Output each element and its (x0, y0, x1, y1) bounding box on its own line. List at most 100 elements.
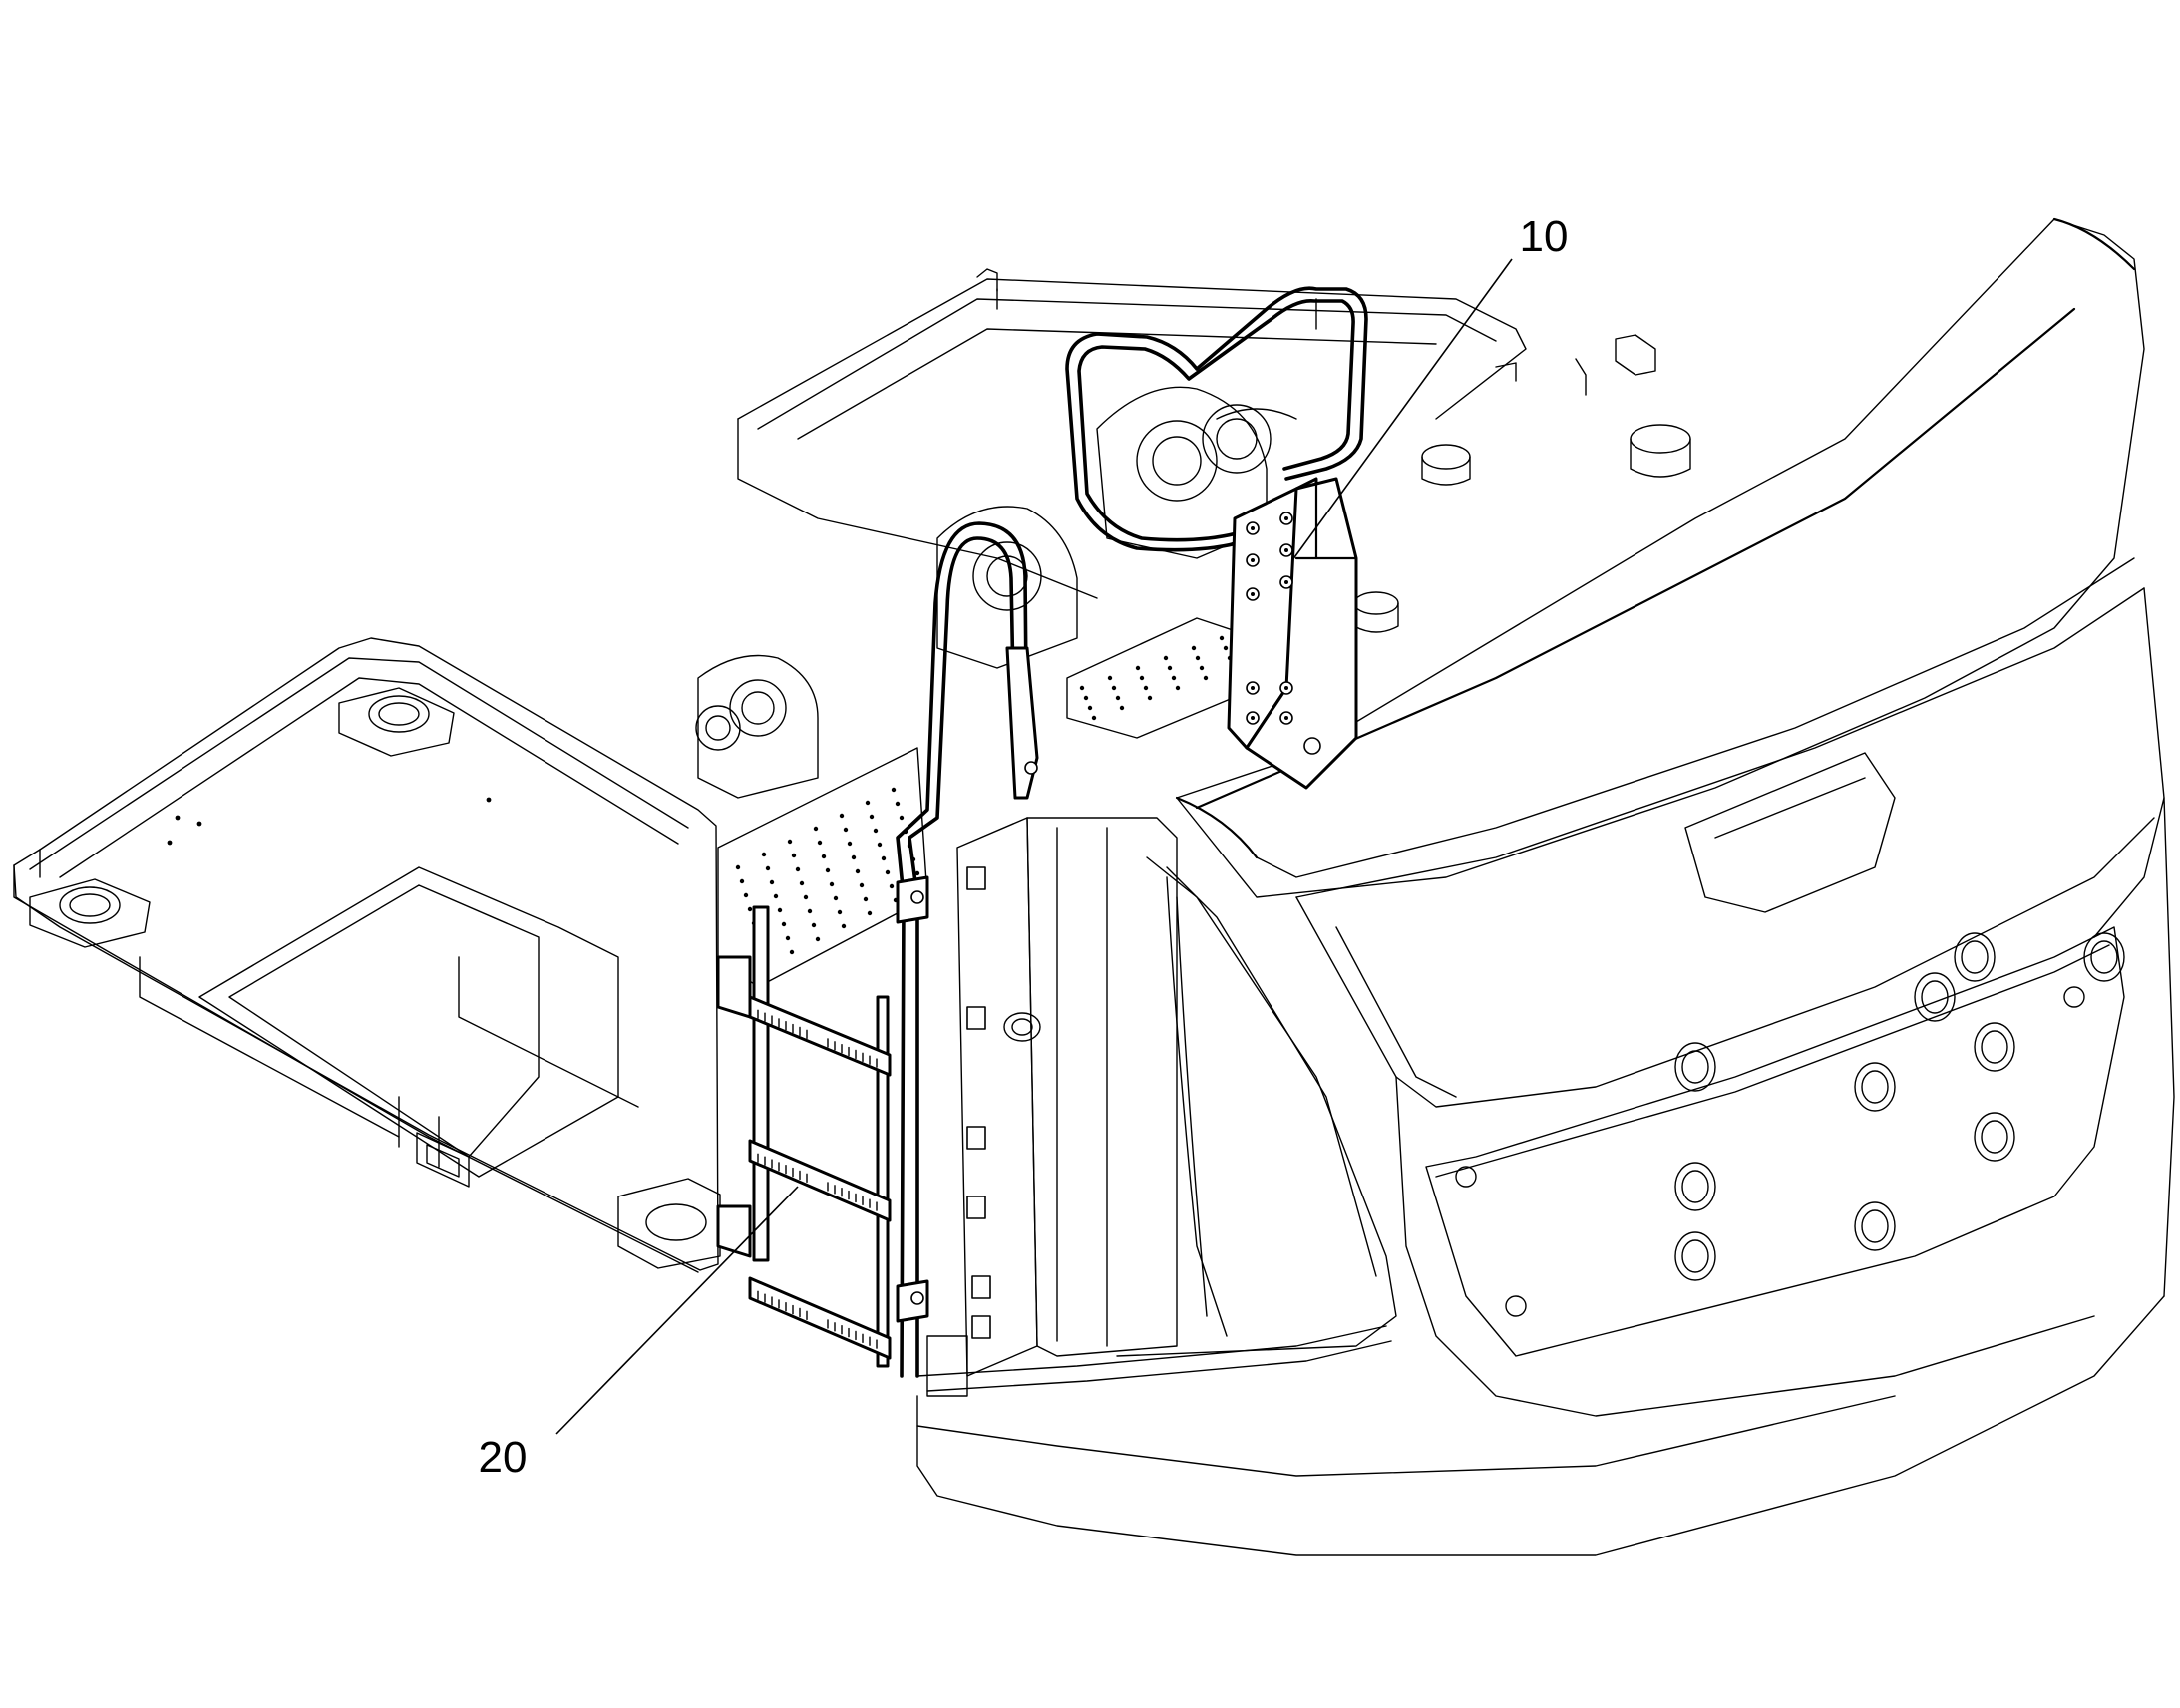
plate-dot (1167, 665, 1173, 671)
plate-dot (895, 801, 901, 807)
counterweight-hole-inner (2090, 940, 2118, 974)
plate-dot (1119, 705, 1125, 711)
plate-dot (1163, 655, 1169, 661)
plate-dot (795, 866, 801, 872)
plate-dot (773, 893, 779, 899)
plate-dot (1223, 645, 1229, 651)
plate-dot (865, 800, 871, 806)
callout-10-label: 10 (1520, 212, 1569, 261)
plate-dot (847, 841, 853, 847)
plate-dot (1199, 665, 1205, 671)
plate-dot (791, 853, 797, 858)
counterweight-hole (1674, 1042, 1716, 1092)
plate-dot (839, 813, 845, 819)
counterweight-hole (2083, 932, 2125, 982)
part-20-ladder (716, 521, 1039, 1378)
counterweight-hole (1974, 1022, 2015, 1072)
plate-dot (1139, 675, 1145, 681)
pivot-brackets (695, 386, 1297, 799)
plate-dot (1191, 645, 1197, 651)
plate-dot (821, 854, 827, 859)
plate-dot (735, 864, 741, 870)
bracket-bolt-center (1284, 580, 1288, 584)
counterweight-hole-inner (1861, 1209, 1889, 1243)
counterweight-hole (1854, 1201, 1896, 1251)
bracket-bolt-center (1251, 526, 1255, 530)
bracket-bolt-center (1284, 716, 1288, 720)
plate-dot (889, 883, 895, 889)
mount-bolt (1505, 1295, 1527, 1317)
mount-bolt (2063, 986, 2085, 1008)
counterweight-hole-inner (1981, 1120, 2008, 1154)
plate-dot (867, 910, 873, 916)
bracket-bolt-center (1251, 558, 1255, 562)
plate-dot (825, 867, 831, 873)
plate-dot (873, 828, 879, 834)
bracket-bolt-center (1284, 548, 1288, 552)
plate-dot (881, 855, 887, 861)
plate-dot (787, 839, 793, 845)
plate-dot (1107, 675, 1113, 681)
plate-dot (855, 868, 861, 874)
counterweight-hole-inner (1861, 1070, 1889, 1104)
plate-dot (829, 881, 835, 887)
callout-20-label: 20 (479, 1433, 528, 1482)
counterweight-hole-inner (1681, 1239, 1709, 1273)
plate-dot (747, 906, 753, 912)
plate-dot (789, 949, 795, 955)
square-boss (966, 1006, 986, 1030)
plate-dot (1143, 685, 1149, 691)
counterweight-hole-inner (1961, 940, 1989, 974)
plate-dot (899, 815, 905, 821)
plate-dot (777, 907, 783, 913)
counterweight-hole (1914, 972, 1956, 1022)
square-boss (966, 866, 986, 890)
part-10-handrail (1065, 286, 1368, 790)
plate-dot (914, 870, 920, 876)
bracket-bolt-center (1284, 516, 1288, 520)
plate-dot (813, 826, 819, 832)
callout-20-leader (555, 1186, 799, 1435)
counterweight-hole (1674, 1162, 1716, 1211)
plate-dot (799, 880, 805, 886)
plate-dot (1091, 715, 1097, 721)
counterweight-hole (1954, 932, 1996, 982)
plate-dot (817, 840, 823, 846)
plate-dot (843, 827, 849, 833)
plate-dot (1171, 675, 1177, 681)
counterweight-hole-inner (1681, 1050, 1709, 1084)
callout-10: 10 (1291, 212, 1569, 561)
plate-dot (811, 922, 817, 928)
plate-dot (833, 895, 839, 901)
plate-dot (1147, 695, 1153, 701)
plate-dot (1083, 695, 1089, 701)
plate-dot (1115, 695, 1121, 701)
center-post (926, 817, 1178, 1397)
plate-dot (891, 787, 897, 793)
plate-dot (743, 892, 749, 898)
plate-dot (885, 869, 891, 875)
plate-dot (1219, 635, 1225, 641)
square-boss (966, 1196, 986, 1219)
plate-dot (1087, 705, 1093, 711)
counterweight-hole (1674, 1231, 1716, 1281)
square-boss (971, 1275, 991, 1299)
counterweight-hole-inner (1981, 1030, 2008, 1064)
plate-dot (837, 909, 843, 915)
square-boss (971, 1315, 991, 1339)
plate-dot (761, 852, 767, 857)
plate-dot (863, 896, 869, 902)
plate-dot (1079, 685, 1085, 691)
left-deck (13, 637, 721, 1273)
checker-plate (717, 617, 1258, 988)
plate-dot (1203, 675, 1209, 681)
plate-dot (1175, 685, 1181, 691)
bracket-bolt-center (1284, 686, 1288, 690)
bracket-bolt-center (1251, 686, 1255, 690)
plate-dot (1135, 665, 1141, 671)
plate-dot (851, 854, 857, 860)
plate-dot (815, 936, 821, 942)
plate-dot (769, 879, 775, 885)
mount-bolt (1455, 1166, 1477, 1188)
plate-dot (803, 894, 809, 900)
